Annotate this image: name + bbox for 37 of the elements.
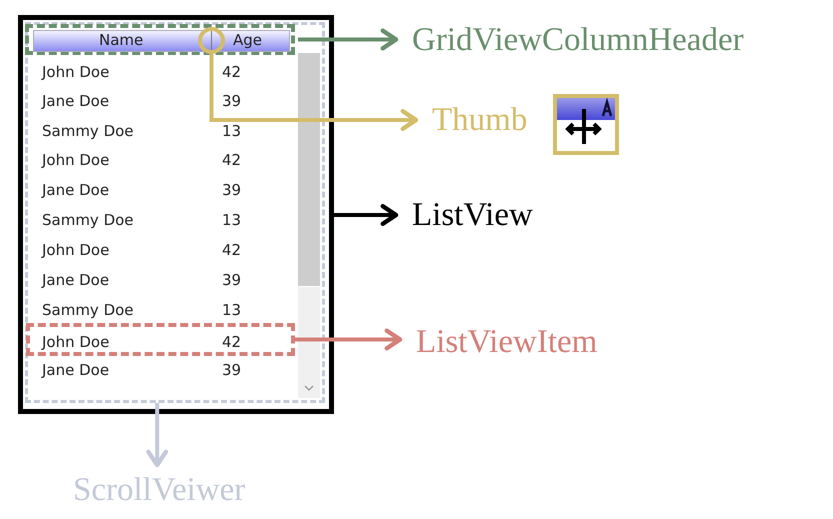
- arrow: [210, 54, 418, 131]
- cell-text: John Doe: [42, 333, 110, 351]
- callout-label: Thumb: [432, 101, 528, 139]
- cell-text: 39: [222, 92, 242, 110]
- cell-text: 39: [222, 181, 242, 199]
- arrow: [334, 204, 398, 226]
- column-header-text: Age: [233, 31, 262, 49]
- cell-text: John Doe: [42, 151, 110, 169]
- cell-text: 42: [222, 151, 242, 169]
- column-header-text: Name: [99, 31, 144, 49]
- arrow: [295, 328, 402, 350]
- thumb-circle: [198, 27, 225, 54]
- cell-text: Sammy Doe: [42, 301, 134, 319]
- cell-text: 13: [222, 122, 242, 140]
- cell-text: Jane Doe: [42, 181, 110, 199]
- callout-label: ListViewItem: [416, 323, 598, 361]
- callout-label: ScrollVeiwer: [73, 471, 246, 509]
- cell-text: 42: [222, 63, 242, 81]
- list-item-outline: [26, 323, 295, 356]
- cell-text: John Doe: [42, 241, 110, 259]
- cell-text: John Doe: [42, 63, 110, 81]
- cell-text: Jane Doe: [42, 92, 110, 110]
- arrow: [146, 403, 168, 468]
- callout-label: ListView: [412, 196, 533, 234]
- cell-text: 39: [222, 271, 242, 289]
- cell-text: 42: [222, 333, 242, 351]
- column-header-outline: [25, 24, 295, 55]
- arrow: [298, 28, 398, 50]
- cell-text: Sammy Doe: [42, 122, 134, 140]
- cell-text: 13: [222, 301, 242, 319]
- cell-text: Jane Doe: [42, 361, 110, 379]
- cell-text: 13: [222, 211, 242, 229]
- cell-text: Jane Doe: [42, 271, 110, 289]
- callout-label: GridViewColumnHeader: [412, 21, 744, 59]
- cell-text: 42: [222, 241, 242, 259]
- cell-text: 39: [222, 361, 242, 379]
- cell-text: Sammy Doe: [42, 211, 134, 229]
